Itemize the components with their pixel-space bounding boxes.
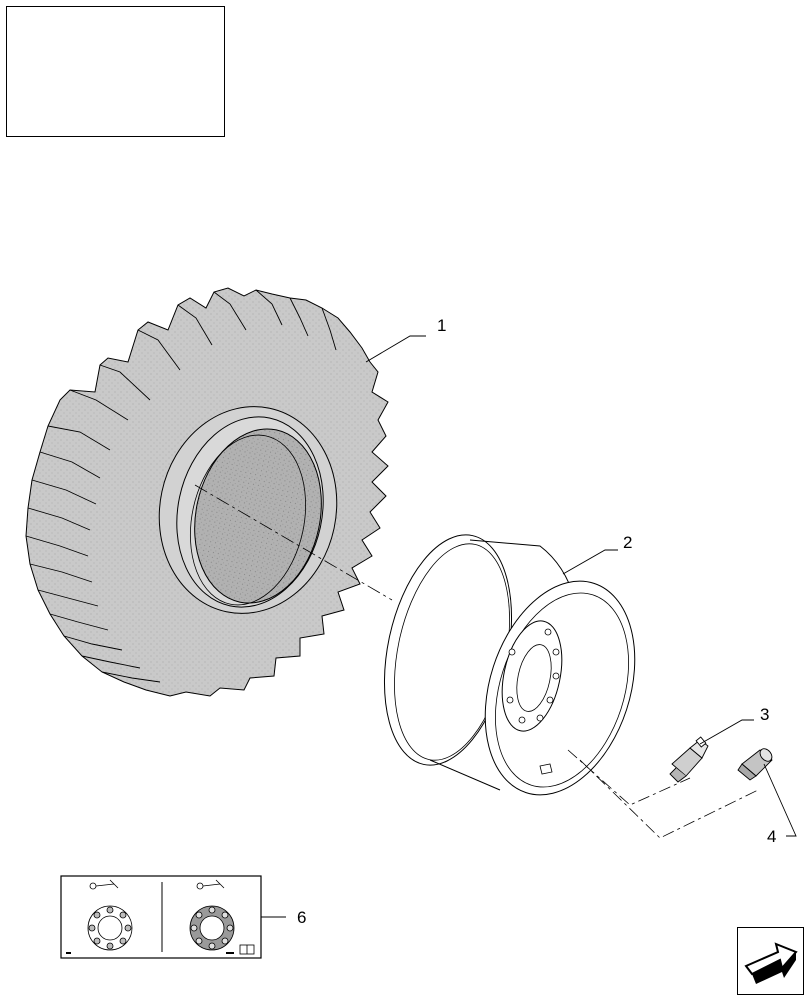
card-footnote-mark-right (226, 952, 234, 954)
valve-cap[interactable] (737, 746, 774, 781)
callout-torque-card: 6 (297, 908, 306, 927)
leader-rim (562, 549, 618, 575)
cap-axis-line (579, 759, 759, 839)
manual-book-icon (239, 944, 255, 955)
callout-valve-cap: 4 (767, 827, 776, 846)
leader-valve (699, 719, 754, 745)
bolt-pattern-right (189, 905, 235, 951)
valve-axis-line (567, 749, 691, 806)
card-footnote-mark (66, 952, 71, 954)
next-page-button[interactable] (737, 927, 804, 995)
tire-lug-grooves (25, 289, 337, 683)
tire-inner-liner (194, 428, 322, 604)
leader-tire (365, 335, 426, 363)
valve-stem[interactable] (669, 736, 709, 783)
callout-rim: 2 (623, 533, 632, 552)
next-page-arrow-icon (744, 942, 798, 984)
bolt-pattern-left (87, 905, 133, 951)
torque-wrench-icon (89, 879, 225, 890)
title-block (6, 6, 225, 137)
rim[interactable] (365, 523, 661, 814)
rim-bolt-holes (506, 628, 560, 724)
torque-card[interactable] (60, 875, 262, 959)
callout-valve: 3 (760, 705, 769, 724)
callout-tire: 1 (437, 316, 446, 335)
leader-lines (261, 335, 797, 918)
rim-hub-hole (516, 644, 552, 712)
leader-cap (763, 763, 797, 837)
assembly-axis-line (194, 484, 393, 601)
tire-inner-rim (189, 434, 307, 606)
rim-valve-hole (539, 763, 553, 775)
